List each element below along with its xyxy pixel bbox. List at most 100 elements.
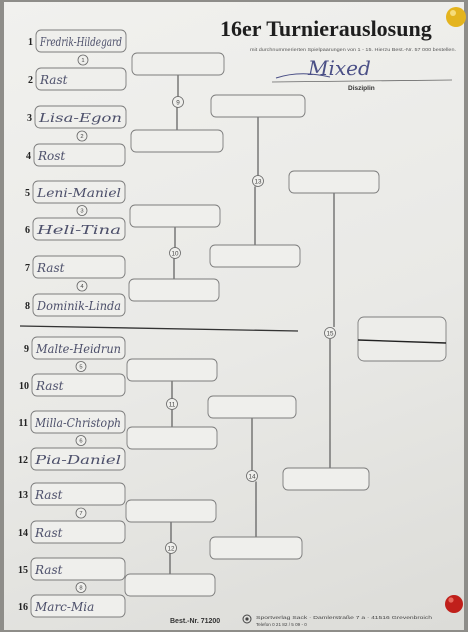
publisher-line-2: Telefon 0 21 82 / 5 09 - 0 [256,622,307,627]
player-slot-13 [30,482,126,506]
match-marker-11 [166,398,178,410]
player-name-7: Rast [36,261,65,275]
match-marker-1-label: 1 [81,58,84,64]
player-name-1: Fredrik-Hildegard [39,35,122,49]
round2-slot-7 [125,499,217,523]
match-marker-12 [165,542,177,554]
match-marker-9 [172,96,184,108]
player-slot-15 [30,557,126,581]
player-name-14: Rast [34,526,63,540]
player-slot-6 [32,217,126,241]
match-marker-2 [76,130,88,142]
player-name-8: Dominik-Linda [36,299,121,313]
match-marker-6-label: 6 [79,439,82,445]
match-marker-5-label: 5 [79,365,82,371]
match-marker-1 [77,54,89,66]
final-slot-bottom [282,467,370,491]
player-name-11: Milla-Christoph [34,416,121,430]
discipline-line [271,79,453,83]
player-name-15: Rast [34,563,63,577]
player-number-15: 15 [18,565,28,576]
semifinal-slot-2 [209,244,301,268]
match-marker-7 [75,507,87,519]
player-slot-14 [30,520,126,544]
yellow-pushpin [446,7,466,27]
section-divider [19,325,299,332]
match-marker-8-label: 8 [79,586,82,592]
player-number-4: 4 [26,151,31,162]
discipline-value: Mixed [307,56,371,80]
round2-slot-5 [126,358,218,382]
player-name-6: Heli-Tina [35,223,121,237]
red-pushpin [445,595,463,613]
final-box [357,316,447,362]
player-number-7: 7 [25,263,30,274]
semifinal-slot-1 [210,94,306,118]
player-slot-4 [33,143,126,167]
final-slot-top [288,170,380,194]
player-slot-8 [32,293,126,317]
player-slot-11 [30,410,126,434]
player-number-3: 3 [27,113,32,124]
match-marker-7-label: 7 [79,511,82,517]
player-number-12: 12 [18,455,28,466]
match-marker-14-label: 14 [248,473,256,480]
player-number-13: 13 [18,490,28,501]
player-slot-12 [30,447,126,471]
match-marker-13-label: 13 [254,178,262,185]
match-marker-11-label: 11 [169,401,176,408]
player-slot-16 [30,594,126,618]
player-number-8: 8 [25,301,30,312]
player-number-5: 5 [25,188,30,199]
player-name-3: Lisa-Egon [38,111,122,125]
round2-slot-6 [126,426,218,450]
player-slot-7 [32,255,126,279]
order-number: Best.-Nr. 71200 [170,618,220,625]
player-number-14: 14 [18,528,28,539]
match-marker-6 [75,435,87,446]
yellow-pushpin-highlight [450,10,456,16]
round2-slot-2 [130,129,224,153]
player-name-9: Malte-Heidrun [35,342,121,356]
match-marker-10 [169,247,181,259]
player-number-10: 10 [19,381,29,392]
match-marker-5 [75,361,87,372]
player-name-5: Leni-Maniel [36,186,121,200]
publisher-logo [242,614,252,624]
semifinal-slot-4 [209,536,303,560]
discipline-underline [275,73,331,79]
player-number-11: 11 [19,418,28,429]
publisher-line-1: Sportverlag Sack · Damlerstraße 7 a · 41… [256,615,433,620]
match-marker-3-label: 3 [80,209,83,215]
match-marker-9-label: 9 [176,99,180,106]
red-pushpin-highlight [448,597,454,603]
player-name-13: Rast [34,488,63,502]
player-name-12: Pia-Daniel [34,453,122,467]
match-marker-4-label: 4 [80,284,84,290]
match-marker-15 [324,327,336,339]
player-name-2: Rast [39,73,68,87]
match-marker-3 [76,205,88,216]
player-slot-1 [35,29,127,53]
round2-slot-8 [124,573,216,597]
round2-slot-3 [129,204,221,228]
match-marker-15-label: 15 [326,330,334,337]
match-marker-12-label: 12 [167,545,175,552]
match-marker-14 [246,470,258,482]
player-number-9: 9 [24,344,29,355]
player-slot-3 [34,105,127,129]
player-name-4: Rost [37,149,65,163]
match-marker-8 [75,582,87,593]
player-slot-9 [31,336,126,360]
player-number-6: 6 [25,225,30,236]
round2-slot-1 [131,52,225,76]
player-name-10: Rast [35,379,64,393]
player-number-1: 1 [28,37,33,48]
player-slot-2 [35,67,127,91]
player-slot-5 [32,180,126,204]
publisher-logo-inner [245,617,249,621]
discipline-label: Disziplin [348,85,375,92]
player-number-2: 2 [28,75,33,86]
match-marker-2-label: 2 [80,134,83,140]
